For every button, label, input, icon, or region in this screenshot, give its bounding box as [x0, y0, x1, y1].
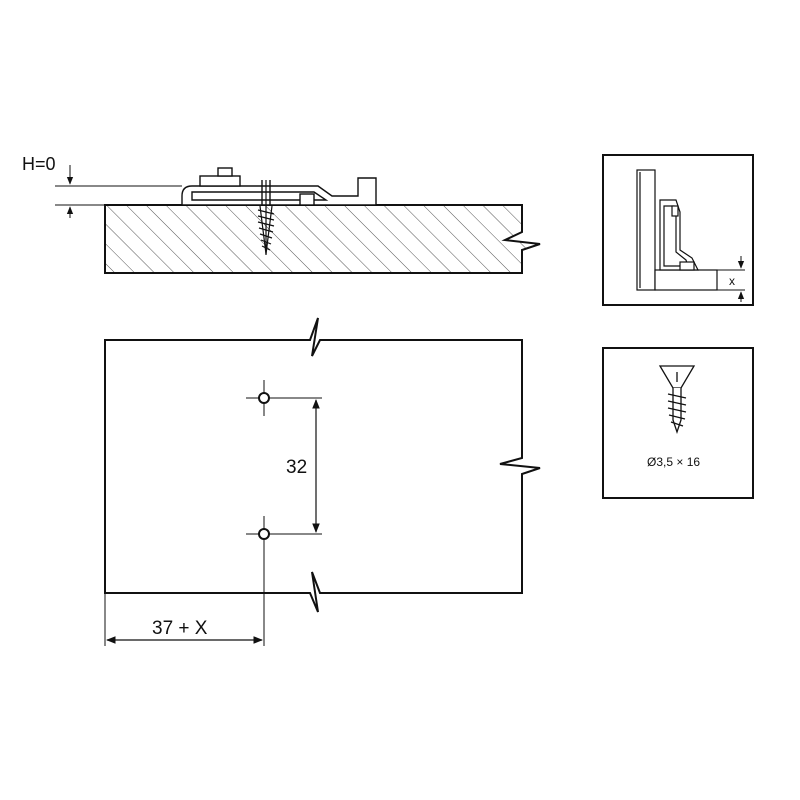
- drill-hole-bottom: [246, 516, 282, 552]
- hinge-detail-box: x: [602, 154, 754, 306]
- screw-spec-label: Ø3,5 × 16: [647, 455, 700, 469]
- panel-section: [104, 204, 541, 274]
- height-dimension: H=0: [22, 154, 182, 218]
- mounting-plate: [181, 167, 377, 206]
- screw-icon: [658, 365, 696, 435]
- offset-dimension: 37 + X: [104, 552, 265, 646]
- detail-x-dimension: x: [717, 256, 745, 302]
- section-view: H=0: [22, 154, 541, 274]
- section-screw: [257, 180, 275, 255]
- detail-x-label: x: [729, 274, 735, 288]
- panel-outline: [104, 317, 541, 613]
- spacing-dimension: 32: [282, 397, 322, 535]
- offset-label: 37 + X: [152, 618, 208, 639]
- drill-hole-top: [246, 380, 282, 416]
- screw-detail-box: Ø3,5 × 16: [602, 347, 754, 499]
- height-label: H=0: [22, 154, 56, 174]
- front-view: 32 37 + X: [104, 317, 541, 646]
- spacing-label: 32: [286, 457, 307, 478]
